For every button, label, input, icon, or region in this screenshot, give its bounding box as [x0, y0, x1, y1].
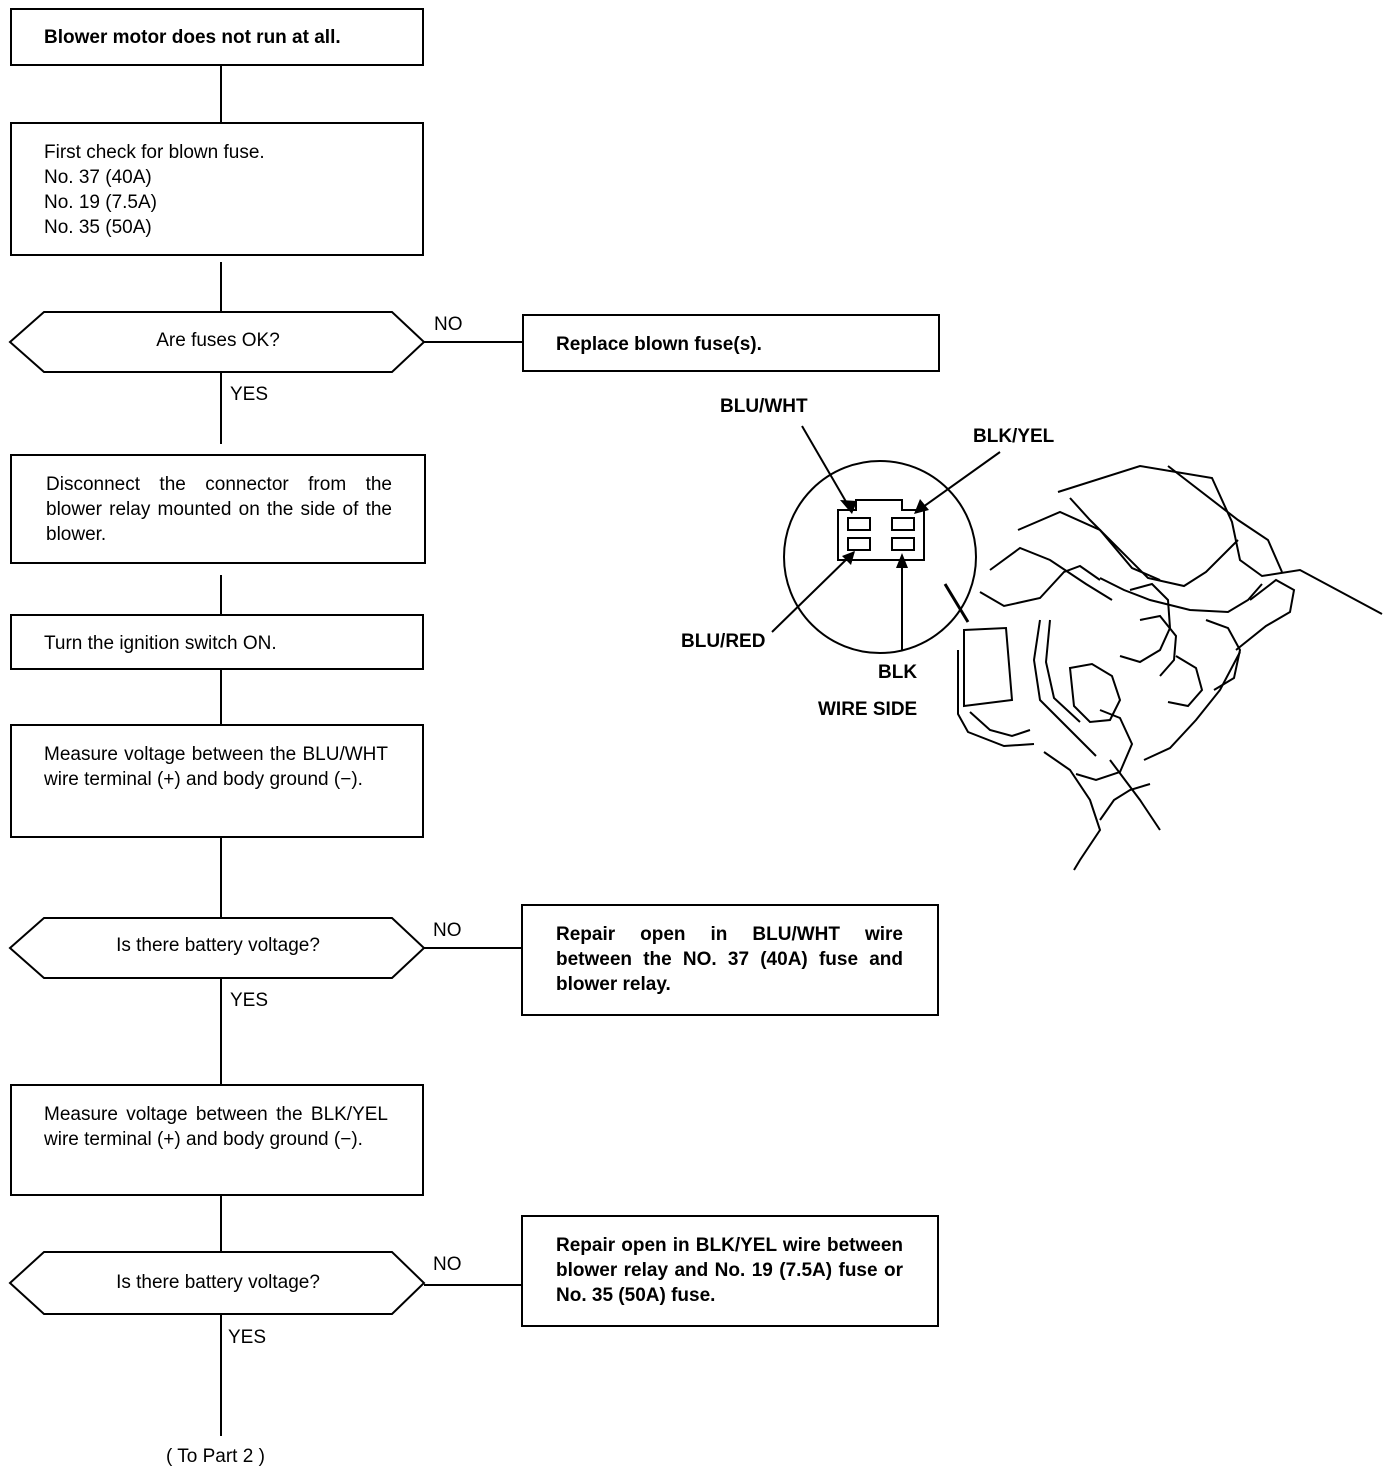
no-label-3: NO — [433, 1254, 462, 1275]
ignition-text: Turn the ignition switch ON. — [44, 633, 277, 654]
label-blu-wht: BLU/WHT — [720, 396, 808, 417]
measure2-box: Measure voltage between the BLK/YEL wire… — [10, 1084, 424, 1196]
to-part-2: ( To Part 2 ) — [166, 1446, 265, 1467]
connector-detail — [771, 425, 1001, 654]
start-box: Blower motor does not run at all. — [10, 8, 424, 66]
question-fuses: Are fuses OK? — [156, 330, 280, 351]
check-fuse-line4: No. 35 (50A) — [44, 217, 152, 238]
label-wire-side: WIRE SIDE — [818, 699, 918, 720]
decision-fuses-shape — [8, 311, 426, 373]
question-voltage-1: Is there battery voltage? — [116, 935, 320, 956]
question-voltage-2: Is there battery voltage? — [116, 1272, 320, 1293]
disconnect-box: Disconnect the connector from the blower… — [10, 454, 426, 564]
measure1-box: Measure voltage between the BLU/WHT wire… — [10, 724, 424, 838]
decision-voltage1-shape — [8, 917, 426, 979]
replace-fuse-text: Replace blown fuse(s). — [556, 334, 762, 355]
disconnect-text: Disconnect the connector from the blower… — [46, 474, 392, 545]
check-fuse-line3: No. 19 (7.5A) — [44, 192, 157, 213]
repair1-box: Repair open in BLU/WHT wire between the … — [521, 904, 939, 1016]
check-fuse-line2: No. 37 (40A) — [44, 167, 152, 188]
yes-label-2: YES — [230, 990, 269, 1011]
ignition-box: Turn the ignition switch ON. — [10, 614, 424, 670]
label-blk-yel: BLK/YEL — [973, 426, 1055, 447]
yes-label-3: YES — [228, 1327, 267, 1348]
replace-fuse-box: Replace blown fuse(s). — [522, 314, 940, 372]
repair1-text: Repair open in BLU/WHT wire between the … — [556, 924, 903, 995]
blower-illustration — [957, 464, 1383, 871]
start-text: Blower motor does not run at all. — [44, 27, 341, 48]
decision-voltage2-shape — [8, 1251, 426, 1315]
check-fuse-line1: First check for blown fuse. — [44, 142, 265, 163]
yes-label-1: YES — [230, 384, 269, 405]
repair2-text: Repair open in BLK/YEL wire between blow… — [556, 1235, 903, 1306]
repair2-box: Repair open in BLK/YEL wire between blow… — [521, 1215, 939, 1327]
measure1-text: Measure voltage between the BLU/WHT wire… — [44, 744, 388, 790]
no-label-1: NO — [434, 314, 463, 335]
label-blu-red: BLU/RED — [681, 631, 766, 652]
measure2-text: Measure voltage between the BLK/YEL wire… — [44, 1104, 388, 1150]
no-label-2: NO — [433, 920, 462, 941]
check-fuse-box: First check for blown fuse. No. 37 (40A)… — [10, 122, 424, 256]
label-blk: BLK — [878, 662, 918, 683]
